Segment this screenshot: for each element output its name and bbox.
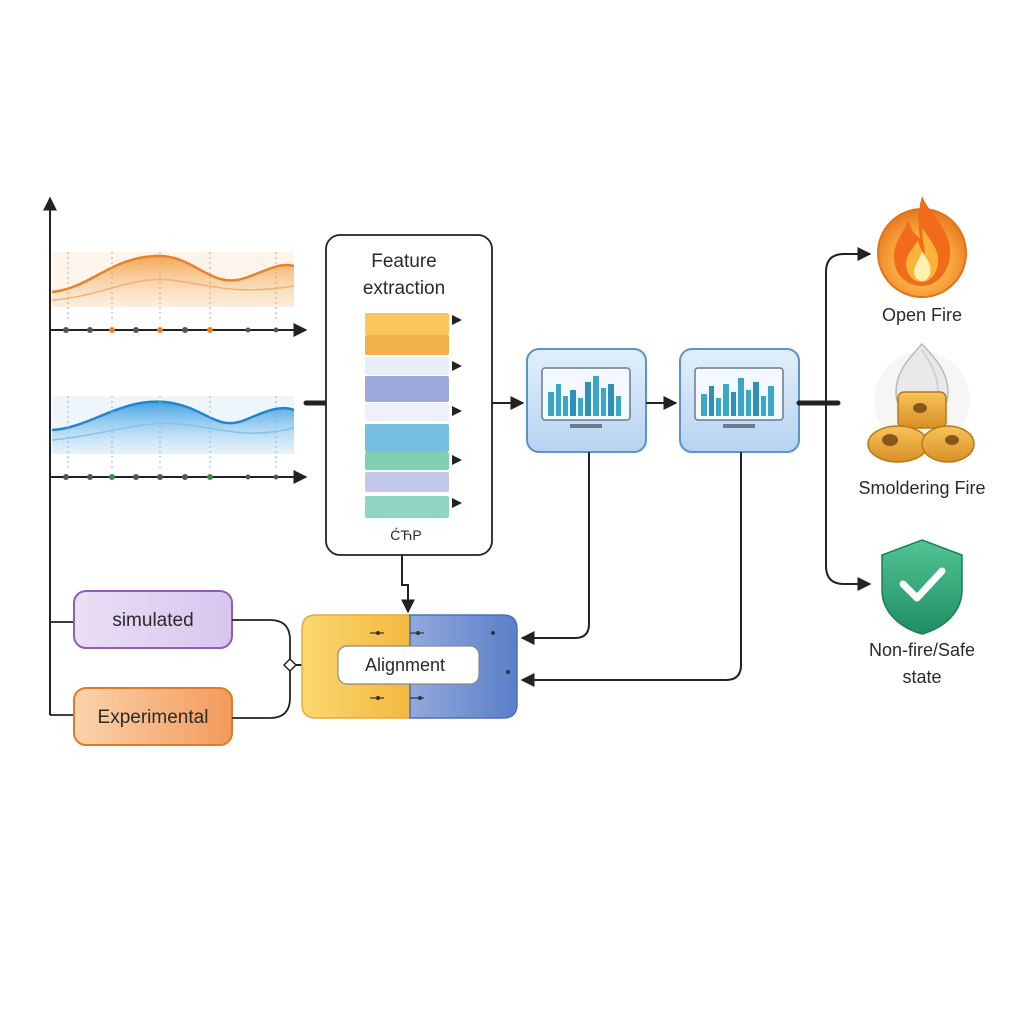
feature-layer-5 xyxy=(365,403,449,421)
shield-icon xyxy=(881,539,963,635)
alignment-label-box xyxy=(337,645,480,685)
signal-plots xyxy=(43,196,308,715)
feature-layer-6 xyxy=(365,424,449,452)
alignment-label: Alignment xyxy=(365,655,445,675)
simulated-label: simulated xyxy=(112,610,193,631)
axis-to-simulated-line xyxy=(49,621,75,715)
branch-arrow-open-fire xyxy=(825,247,872,403)
experimental-source: Experimental xyxy=(73,687,233,746)
checkmark-icon xyxy=(899,567,946,602)
feature-extraction-box: Feature extraction ĆЋР xyxy=(325,234,493,556)
feature-layer-2 xyxy=(365,335,449,355)
classifier-monitor-1 xyxy=(526,348,647,453)
monitor-1-feedback-arrow xyxy=(520,452,590,645)
simulated-to-alignment-line xyxy=(232,619,291,662)
branch-arrow-safe xyxy=(825,403,872,591)
safe-state-output: Non-fire/Safe state xyxy=(869,539,975,687)
smoldering-fire-label: Smoldering Fire xyxy=(858,478,985,498)
monitor-2-feedback-arrow xyxy=(520,452,742,687)
open-fire-output: Open Fire xyxy=(877,196,967,325)
feature-layer-9 xyxy=(365,496,449,518)
feature-layer-3 xyxy=(365,357,449,375)
monitor-1-bars xyxy=(548,376,621,416)
alignment-block: Alignment xyxy=(301,614,518,719)
feature-layer-7 xyxy=(365,452,449,470)
feature-footer-glyph: ĆЋР xyxy=(390,527,421,543)
orange-signal xyxy=(50,252,308,337)
smoldering-fire-output: Smoldering Fire xyxy=(858,342,986,498)
classifier-monitor-2 xyxy=(679,348,800,453)
feature-title-line1: Feature xyxy=(371,251,436,272)
feature-layer-stack xyxy=(365,313,462,518)
simulated-source: simulated xyxy=(73,590,233,649)
monitor-2-bars xyxy=(701,378,774,416)
safe-state-label-line2: state xyxy=(902,667,941,687)
feature-layer-8 xyxy=(365,472,449,492)
feature-layer-4 xyxy=(365,376,449,402)
feature-title-line2: extraction xyxy=(363,278,445,299)
open-fire-label: Open Fire xyxy=(882,305,962,325)
smoldering-logs-icon xyxy=(867,391,975,463)
feature-to-alignment-arrow xyxy=(401,555,415,614)
experimental-to-alignment-line xyxy=(232,668,291,719)
experimental-label: Experimental xyxy=(98,707,209,728)
safe-state-label-line1: Non-fire/Safe xyxy=(869,640,975,660)
blue-signal xyxy=(50,396,308,484)
feature-layer-1 xyxy=(365,313,449,335)
